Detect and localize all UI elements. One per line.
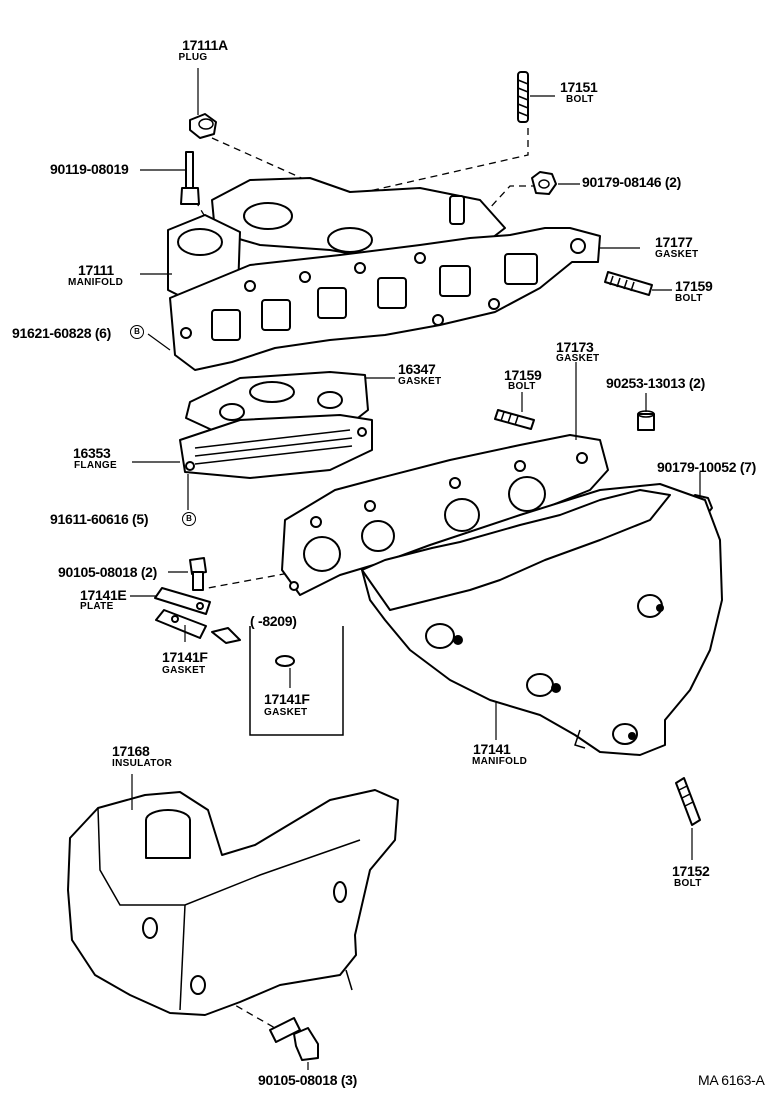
part-name-gasket-17177: GASKET <box>655 249 699 260</box>
part-name-insulator-17168: INSULATOR <box>112 758 173 769</box>
exhaust-gasket-17173 <box>281 434 609 596</box>
part-number-90179-10052: 90179-10052 (7) <box>657 459 757 475</box>
part-name-bolt-17152: BOLT <box>674 878 702 889</box>
part-number-17159-lower: 17159 <box>504 367 542 383</box>
part-number-17168: 17168 <box>112 743 150 759</box>
part-number-91611-60616: 91611-60616 (5) <box>50 511 149 527</box>
part-number-16353: 16353 <box>73 445 111 461</box>
part-number-17141f: 17141F <box>162 649 208 665</box>
part-name-gasket-17141f-detail: GASKET <box>264 707 308 718</box>
part-number-17141f-detail: 17141F <box>264 691 310 707</box>
part-name-gasket-17173: GASKET <box>556 353 600 364</box>
plate-17141e <box>154 587 211 615</box>
part-number-16347: 16347 <box>398 361 436 377</box>
leader-lines <box>130 68 701 1070</box>
part-number-91621-60828: 91621-60828 (6) <box>12 325 112 341</box>
arrow-marker <box>211 627 241 644</box>
part-name-gasket-16347: GASKET <box>398 376 442 387</box>
part-number-17159-upper: 17159 <box>675 278 713 294</box>
part-number-17173: 17173 <box>556 339 594 355</box>
plug-17111a <box>189 113 217 139</box>
part-name-gasket-17141f: GASKET <box>162 665 206 676</box>
flange-16353 <box>179 414 373 479</box>
part-name-flange-16353: FLANGE <box>74 460 117 471</box>
part-number-90179-08146: 90179-08146 (2) <box>582 174 682 190</box>
part-number-17152: 17152 <box>672 863 710 879</box>
nut-90179-08146 <box>531 171 557 195</box>
part-number-17141e: 17141E <box>80 587 127 603</box>
stud-bolt-17159-lower <box>494 409 535 430</box>
part-number-90119-08019: 90119-08019 <box>50 161 129 177</box>
stud-bolt-17152 <box>675 777 701 826</box>
part-name-bolt-17159-upper: BOLT <box>675 293 703 304</box>
part-name-plug: PLUG <box>178 52 208 63</box>
bolt-90119 <box>180 151 200 205</box>
part-number-17111a: 17111A <box>182 37 228 53</box>
part-name-plate-17141e: PLATE <box>80 601 114 612</box>
sleeve-90253 <box>637 410 655 431</box>
detail-box <box>249 626 344 736</box>
part-name-manifold-17111: MANIFOLD <box>68 277 124 288</box>
part-name-manifold-17141: MANIFOLD <box>472 756 528 767</box>
figure-code: MA 6163-A <box>698 1072 765 1088</box>
part-number-90105-08018-lower: 90105-08018 (3) <box>258 1072 358 1088</box>
part-name-bolt-17159-lower: BOLT <box>508 381 536 392</box>
b-symbol-91621: B <box>130 325 144 339</box>
intake-manifold-17111 <box>167 177 601 371</box>
gasket-17141f <box>155 609 207 639</box>
bolt-90105-08018-upper <box>189 557 207 591</box>
part-name-bolt-17151: BOLT <box>566 94 594 105</box>
part-number-90105-08018-upper: 90105-08018 (2) <box>58 564 158 580</box>
range-note-8209: ( -8209) <box>250 613 297 629</box>
insulator-17168 <box>67 789 399 1016</box>
stud-bolt-17159-upper <box>604 271 653 296</box>
part-number-17141: 17141 <box>473 741 511 757</box>
part-number-17111: 17111 <box>78 262 114 278</box>
b-symbol-91611: B <box>182 512 196 526</box>
stud-bolt-17151 <box>517 71 529 123</box>
bolt-90105-08018-lower <box>269 1017 319 1061</box>
part-number-90253-13013: 90253-13013 (2) <box>606 375 706 391</box>
part-number-17177: 17177 <box>655 234 693 250</box>
exhaust-manifold-17141 <box>361 483 723 756</box>
part-number-17151: 17151 <box>560 79 598 95</box>
